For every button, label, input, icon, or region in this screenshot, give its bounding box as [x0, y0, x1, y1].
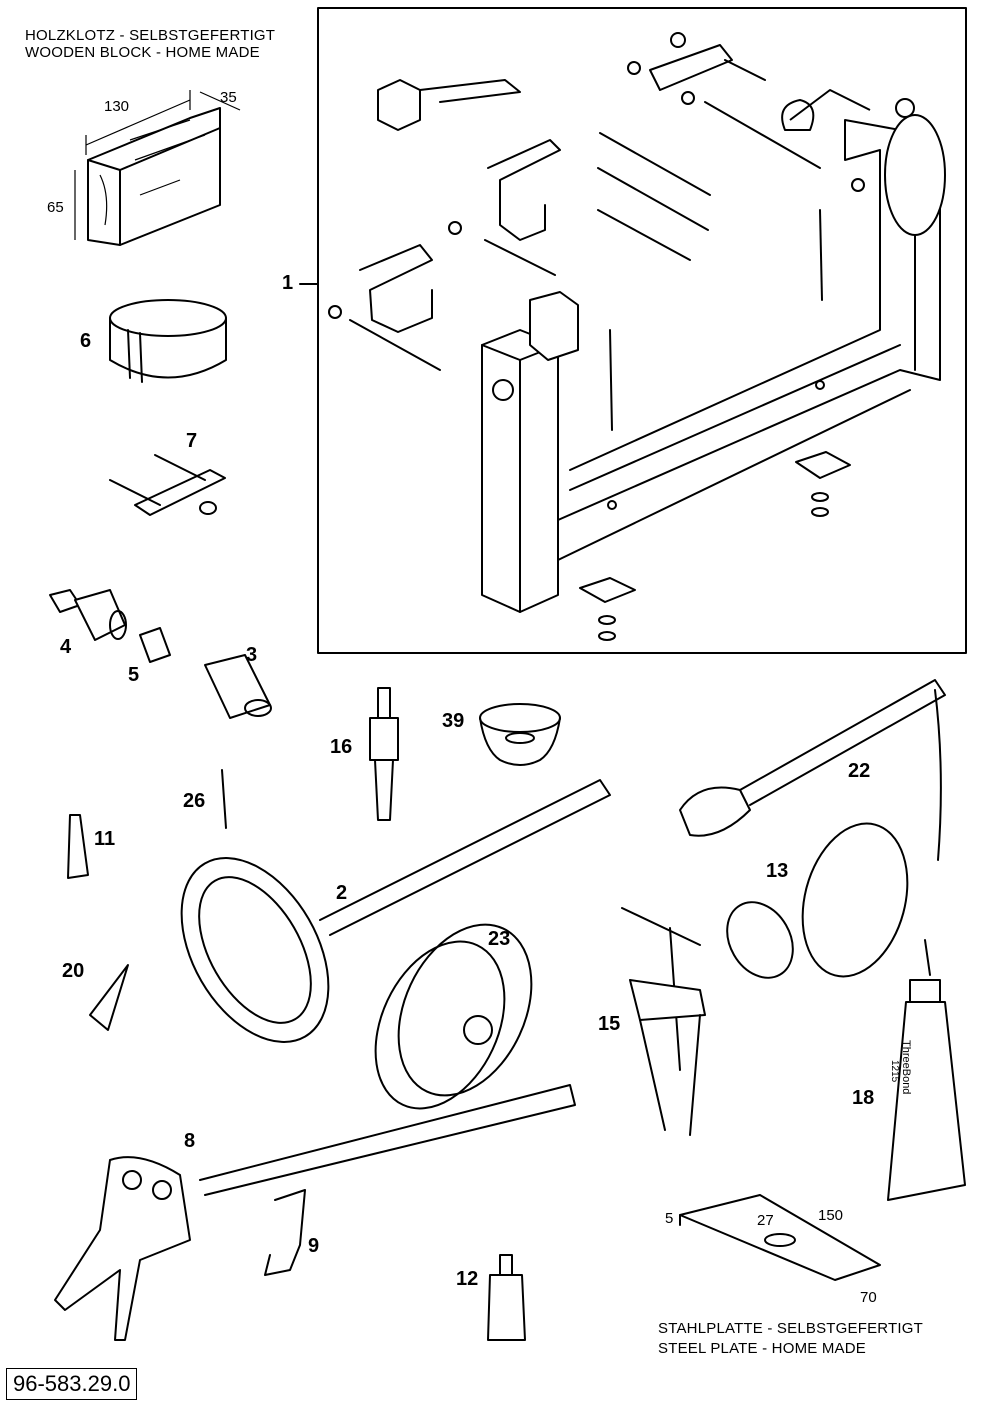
dim-plate-thickness: 5	[665, 1210, 674, 1227]
item-6-ring	[109, 299, 227, 383]
callout-18: 18	[852, 1087, 875, 1109]
callout-7: 7	[186, 430, 198, 452]
item-3-sleeve	[204, 654, 272, 719]
callout-1: 1	[282, 272, 294, 294]
dim-plate-width: 70	[860, 1289, 877, 1306]
dim-block-length: 130	[104, 98, 130, 115]
callout-5: 5	[128, 664, 140, 686]
item-18-tube	[887, 939, 966, 1201]
engine-stand	[328, 32, 946, 641]
dim-block-depth: 35	[220, 89, 237, 106]
item-22-chain-wrench	[679, 679, 946, 861]
wooden-block-caption-de: HOLZKLOTZ - SELBSTGEFERTIGT	[25, 27, 276, 44]
item-5-sleeve	[139, 627, 171, 663]
steel-plate-caption-de: STAHLPLATTE - SELBSTGEFERTIGT	[658, 1320, 924, 1337]
part-number-box: 96-583.29.0	[6, 1368, 138, 1400]
item-12-bottle	[487, 1254, 526, 1341]
callout-9: 9	[308, 1235, 320, 1257]
dim-plate-length: 150	[818, 1207, 844, 1224]
tube-code-label: 1215	[889, 1060, 900, 1083]
dim-plate-hole: 27	[757, 1212, 774, 1229]
item-8-bracket	[54, 1084, 576, 1341]
item-16-puller	[369, 687, 399, 821]
callout-11: 11	[94, 828, 116, 850]
item-15-puller	[621, 907, 706, 1136]
steel-plate	[679, 1194, 881, 1281]
callout-22: 22	[848, 760, 871, 782]
callout-26: 26	[183, 790, 206, 812]
steel-plate-caption-en: STEEL PLATE - HOME MADE	[658, 1340, 866, 1357]
callout-2: 2	[336, 882, 348, 904]
item-2-wrench	[180, 779, 611, 1043]
item-13-holder	[726, 822, 909, 979]
wooden-block-caption-en: WOODEN BLOCK - HOME MADE	[25, 44, 260, 61]
callout-4: 4	[60, 636, 72, 658]
callout-13: 13	[766, 860, 789, 882]
item-20-screw	[89, 964, 129, 1031]
item-39-cup	[479, 703, 561, 766]
callout-8: 8	[184, 1130, 196, 1152]
item-7-puller	[109, 454, 226, 516]
callout-12: 12	[456, 1268, 479, 1290]
item-1-frame	[317, 7, 967, 654]
wooden-block	[74, 90, 241, 246]
callout-6: 6	[80, 330, 92, 352]
callout-20: 20	[62, 960, 85, 982]
item-4-adapter	[49, 589, 127, 641]
item-9-hook	[264, 1189, 306, 1276]
callout-39: 39	[442, 710, 465, 732]
callout-3: 3	[246, 644, 258, 666]
callout-23: 23	[488, 928, 511, 950]
dim-block-height: 65	[47, 199, 64, 216]
callout-16: 16	[330, 736, 353, 758]
item-23-hub-tool	[374, 923, 533, 1110]
tube-brand-label: ThreeBond	[900, 1040, 912, 1095]
item-11-tip	[67, 814, 89, 879]
item-26-pin	[221, 769, 227, 829]
callout-15: 15	[598, 1013, 621, 1035]
